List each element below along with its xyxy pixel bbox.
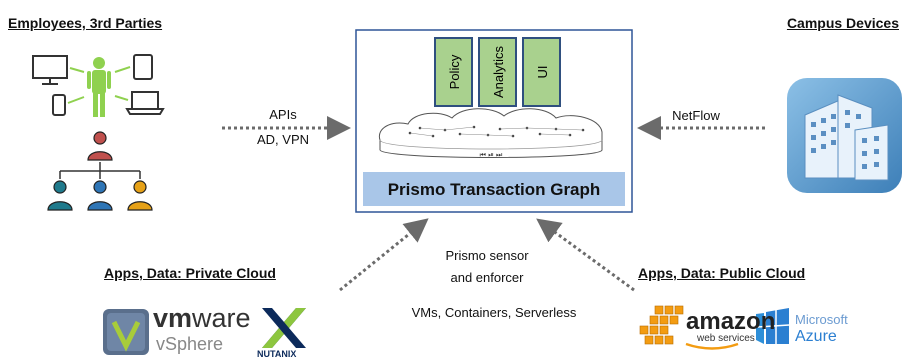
- monitor-icon: [32, 55, 68, 85]
- module-policy: Policy: [434, 37, 473, 107]
- cloud-graph-icon: [378, 108, 603, 158]
- public-cloud-heading: Apps, Data: Public Cloud: [638, 265, 806, 281]
- laptop-icon: [125, 91, 165, 115]
- person-icon: [87, 57, 111, 117]
- sensor-label-line2: and enforcer: [450, 270, 524, 285]
- campus-buildings-icon: [787, 78, 902, 193]
- tablet-icon: [133, 54, 153, 80]
- vmware-logo-vm: vm: [153, 303, 193, 333]
- aws-cubes-icon: [639, 305, 684, 345]
- module-policy-label: Policy: [447, 54, 462, 89]
- team-person-icon: [87, 180, 113, 211]
- aws-webservices-text: web services: [697, 333, 755, 344]
- manager-person-icon: [87, 131, 113, 161]
- ad-vpn-label: AD, VPN: [256, 132, 309, 147]
- employees-heading: Employees, 3rd Parties: [8, 15, 163, 31]
- sensor-label-line1: Prismo sensor: [445, 248, 529, 263]
- team-person-icon: [47, 180, 73, 211]
- private-cloud-heading: Apps, Data: Private Cloud: [104, 265, 276, 281]
- graph-title: Prismo Transaction Graph: [388, 180, 601, 199]
- graph-title-bar: [363, 172, 625, 206]
- player-controls: ⏮ ⏯ ⏭: [480, 151, 503, 159]
- module-ui: UI: [522, 37, 561, 107]
- azure-logo-text: Azure: [795, 328, 837, 345]
- vsphere-logo-icon: [103, 309, 149, 355]
- team-person-icon: [127, 180, 153, 211]
- employees-illustration: [32, 54, 165, 211]
- vmware-logo-ware: ware: [192, 303, 251, 333]
- module-analytics: Analytics: [478, 37, 517, 107]
- apis-label: APIs: [269, 107, 297, 122]
- org-chart-icon: [47, 131, 153, 211]
- arrow-public-cloud-to-prismo: [536, 218, 635, 292]
- arrow-private-cloud-to-prismo: [339, 218, 429, 292]
- workloads-label: VMs, Containers, Serverless: [411, 305, 577, 320]
- nutanix-logo-text: NUTANIX: [257, 349, 297, 359]
- vsphere-logo-text: vSphere: [156, 334, 224, 354]
- module-analytics-label: Analytics: [491, 45, 506, 98]
- microsoft-logo-text: Microsoft: [795, 312, 848, 327]
- nutanix-logo-icon: [262, 308, 306, 348]
- module-ui-label: UI: [535, 66, 550, 79]
- vmware-logo: vmware: [153, 305, 251, 332]
- campus-heading: Campus Devices: [786, 15, 899, 31]
- aws-smile-icon: [685, 342, 739, 350]
- phone-icon: [52, 94, 66, 116]
- netflow-label: NetFlow: [672, 108, 720, 123]
- azure-logo-icon: [756, 308, 790, 345]
- amazon-logo-text: amazon: [686, 308, 776, 335]
